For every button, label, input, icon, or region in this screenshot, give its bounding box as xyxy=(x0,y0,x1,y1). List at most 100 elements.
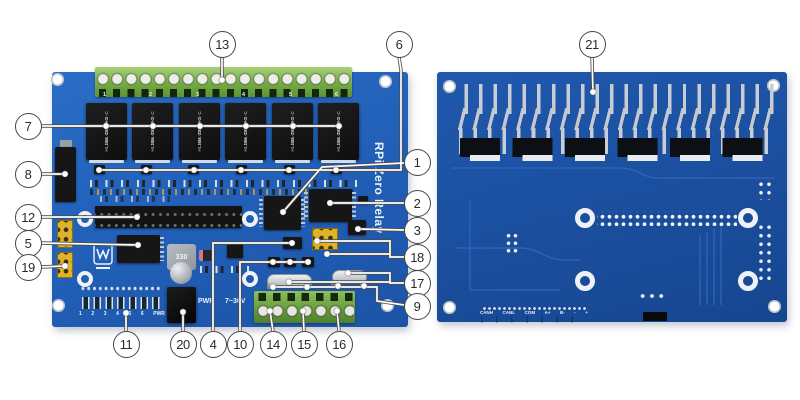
board-title-silk: RPi Zero Relay xyxy=(372,142,386,234)
relay-driver-transistor xyxy=(188,165,199,174)
relay-channel-number: 3 xyxy=(196,92,200,98)
interface-chip xyxy=(309,189,352,222)
callout-9: 9 xyxy=(403,292,431,320)
callout-14: 14 xyxy=(259,330,287,358)
callout-20: 20 xyxy=(169,330,197,358)
relay-driver-transistor xyxy=(94,165,105,174)
callout-13: 13 xyxy=(208,30,236,58)
callout-8: 8 xyxy=(14,160,42,188)
solder-pads xyxy=(757,180,773,200)
mounting-hole xyxy=(443,301,456,314)
chip-pins xyxy=(304,192,308,218)
relay-solder-pads xyxy=(462,155,774,161)
pi-mount-ring xyxy=(738,208,758,228)
tinned-power-traces xyxy=(448,108,776,130)
silk-slot xyxy=(275,160,310,163)
silk-slot xyxy=(135,160,170,163)
callout-1: 1 xyxy=(403,148,431,176)
voltage-regulator-chip xyxy=(117,235,160,263)
mounting-hole xyxy=(51,73,64,86)
dc-power-jack xyxy=(167,287,196,323)
relay-channel-number: 2 xyxy=(149,92,153,98)
callout-16: 16 xyxy=(325,330,353,358)
silk-voltage-label: 7~36V xyxy=(225,298,246,305)
callout-12: 12 xyxy=(14,203,42,231)
callout-6: 6 xyxy=(385,30,413,58)
callout-18: 18 xyxy=(403,243,431,271)
terminal-pin-labels: CANH CANL COM A+ B- - + xyxy=(480,310,588,315)
pi-mount-ring xyxy=(575,208,595,228)
solder-pads xyxy=(505,232,519,254)
pi-mount-ring xyxy=(242,211,258,227)
gpio-solder-pads xyxy=(597,211,737,226)
edge-connector xyxy=(643,312,667,321)
chip-pins xyxy=(160,237,164,261)
relay-driver-transistor xyxy=(331,165,342,174)
terminal-screws xyxy=(96,69,351,89)
io-jumper-header xyxy=(57,252,73,278)
chip-pins xyxy=(259,199,263,227)
relay-driver-transistor xyxy=(141,165,152,174)
callout-21: 21 xyxy=(578,30,606,58)
pi-mount-ring xyxy=(575,271,595,291)
diode xyxy=(199,250,214,261)
callout-11: 11 xyxy=(112,330,140,358)
silk-slot xyxy=(89,160,124,163)
pi-mount-ring xyxy=(77,211,93,227)
chip-pins xyxy=(352,192,356,218)
led-pads xyxy=(80,285,160,292)
mcu-chip xyxy=(264,196,301,230)
terminal-block-edge xyxy=(481,316,587,323)
relay-channel-number: 4 xyxy=(242,92,246,98)
gpio-40pin-header xyxy=(95,206,242,228)
smd-component xyxy=(227,244,243,258)
terminal-wire-slots xyxy=(96,89,351,97)
electrolytic-capacitor xyxy=(170,262,192,284)
pi-mount-ring xyxy=(242,271,258,287)
callout-2: 2 xyxy=(403,189,431,217)
smd-components-row xyxy=(100,196,170,202)
relay-channel-number: 6 xyxy=(335,92,339,98)
connector-tab xyxy=(60,140,72,147)
small-logic-chip xyxy=(283,237,302,249)
callout-3: 3 xyxy=(403,216,431,244)
pi-mount-ring xyxy=(738,271,758,291)
callout-4: 4 xyxy=(199,330,227,358)
relay-pad-column xyxy=(757,223,773,281)
mounting-hole xyxy=(52,299,65,312)
silk-slot xyxy=(321,160,356,163)
smd-transistor xyxy=(268,257,280,267)
smd-transistor xyxy=(284,258,296,267)
side-power-connector xyxy=(55,147,76,202)
mounting-hole xyxy=(379,75,392,88)
io-jumper-header xyxy=(57,220,73,248)
ryvcc-select-jumper xyxy=(312,228,338,250)
silk-slot xyxy=(182,160,217,163)
smd-component xyxy=(358,196,368,204)
callout-5: 5 xyxy=(14,229,42,257)
waveshare-logo-icon xyxy=(93,243,113,269)
smd-transistor xyxy=(302,257,314,267)
terminal-screws xyxy=(256,302,354,320)
callout-15: 15 xyxy=(290,330,318,358)
silk-slot xyxy=(228,160,263,163)
status-leds xyxy=(80,297,162,309)
led-labels: 1 2 3 4 5 6 PWR xyxy=(79,311,165,317)
fuse xyxy=(332,270,367,284)
solder-pads xyxy=(638,290,666,302)
callout-19: 19 xyxy=(14,253,42,281)
callout-10: 10 xyxy=(226,330,254,358)
transceiver-chip xyxy=(348,220,366,235)
smd-components-row xyxy=(90,180,358,187)
relay-driver-transistor xyxy=(236,165,247,174)
relay-channel-number: 5 xyxy=(289,92,293,98)
terminal-wire-slots xyxy=(256,293,354,301)
silk-pwr-label: PWR xyxy=(198,298,215,305)
